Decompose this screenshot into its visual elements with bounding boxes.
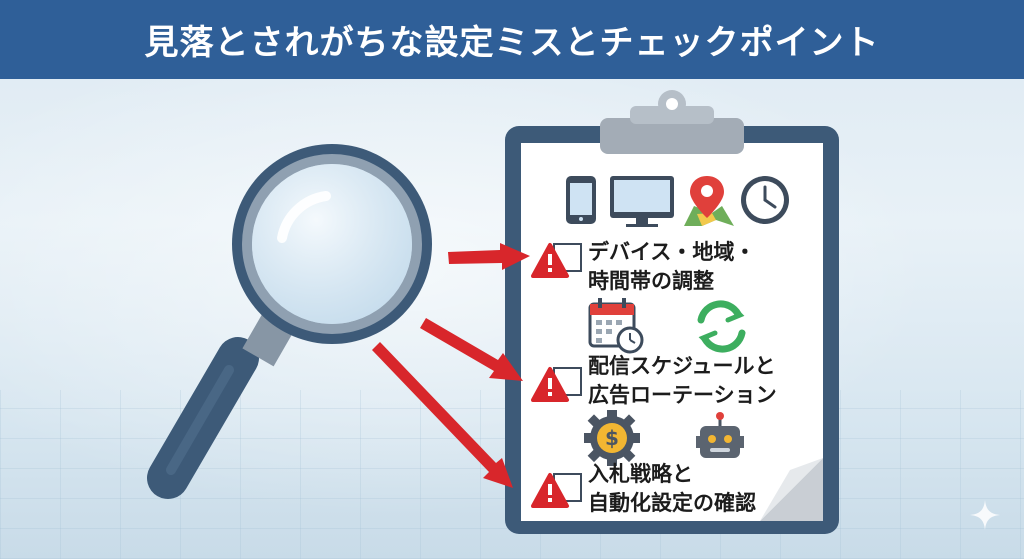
magnifying-glass-icon [147,144,432,499]
item-line: 配信スケジュールと [588,354,776,378]
clock-icon [741,176,789,224]
checklist-item-bidding-automation: 入札戦略と 自動化設定の確認 [588,460,756,518]
robot-icon [696,412,744,458]
item-line: 入札戦略と [588,462,693,486]
smartphone-icon [566,176,596,224]
warning-icon [531,367,582,402]
arrow-icon [372,342,513,488]
calendar-clock-icon [588,298,644,354]
sparkle-icon [970,500,1000,530]
header-banner: 見落とされがちな設定ミスとチェックポイント [0,0,1024,79]
clipboard-clip-icon [600,90,744,154]
monitor-icon [610,176,674,227]
item-line: 自動化設定の確認 [588,491,756,515]
checklist-item-device-region-time: デバイス・地域・ 時間帯の調整 [588,238,755,296]
item-line: デバイス・地域・ [588,240,756,264]
arrow-icon [448,243,530,270]
checklist-item-schedule-rotation: 配信スケジュールと 広告ローテーション [588,352,777,410]
warning-icon [531,473,582,508]
arrow-icon [420,318,523,381]
item-line: 広告ローテーション [588,383,777,407]
page-title: 見落とされがちな設定ミスとチェックポイント [144,23,880,63]
warning-icon [531,243,582,278]
refresh-icon [697,300,746,353]
map-pin-icon [684,176,734,226]
svg-text:$: $ [605,426,619,450]
item-line: 時間帯の調整 [588,269,714,293]
dollar-gear-icon: $ [584,410,640,466]
